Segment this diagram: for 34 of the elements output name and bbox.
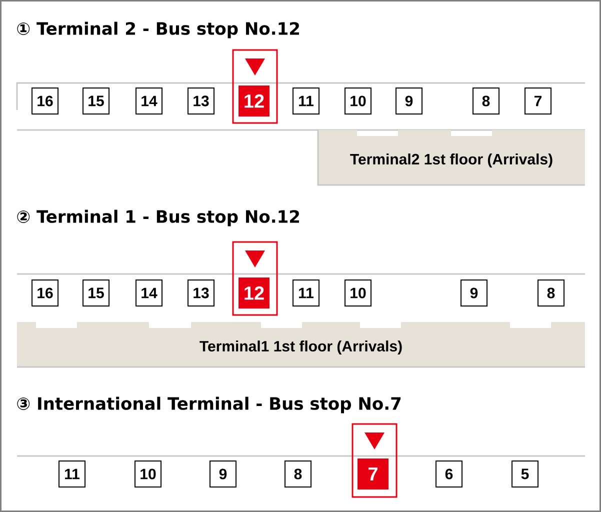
stop-number-box: 9: [210, 460, 236, 488]
section-heading: ① Terminal 2 - Bus stop No.12: [17, 22, 300, 38]
stop-number-box: 13: [188, 88, 214, 114]
stop-number-box: 16: [32, 280, 58, 306]
current-stop-box: 12: [238, 278, 270, 308]
stop-number-box: 11: [58, 460, 86, 488]
section-heading: ③ International Terminal - Bus stop No.7: [17, 396, 401, 414]
stop-number-box: 13: [188, 280, 214, 306]
stop-number-box: 15: [82, 88, 110, 114]
stop-number-box: 6: [436, 460, 462, 488]
stop-number-box: 11: [292, 280, 320, 306]
current-stop-box: 12: [238, 86, 270, 116]
stop-number-box: 15: [82, 280, 110, 306]
stop-number-box: 10: [344, 88, 372, 114]
stop-number-box: 16: [32, 88, 58, 114]
stop-number-box: 8: [472, 88, 500, 114]
stop-number-box: 9: [460, 280, 488, 306]
stop-highlight-frame: [232, 241, 278, 316]
stop-number-box: 5: [512, 460, 538, 488]
stop-highlight-frame: [352, 423, 398, 498]
stop-number-box: 14: [136, 280, 162, 306]
stop-number-box: 14: [136, 88, 162, 114]
section-heading: ② Terminal 1 - Bus stop No.12: [17, 210, 300, 226]
terminal-building: Terminal2 1st floor (Arrivals): [317, 130, 585, 186]
stop-number-box: 9: [396, 88, 422, 114]
stop-number-box: 8: [538, 280, 564, 306]
stop-number-box: 7: [524, 88, 552, 114]
stop-number-box: 10: [134, 460, 162, 488]
current-stop-box: 7: [358, 458, 388, 490]
stop-number-box: 10: [344, 280, 372, 306]
stop-number-box: 11: [292, 88, 320, 114]
terminal-building: Terminal1 1st floor (Arrivals): [17, 322, 585, 368]
stop-number-box: 8: [284, 460, 312, 488]
stop-highlight-frame: [232, 49, 278, 124]
